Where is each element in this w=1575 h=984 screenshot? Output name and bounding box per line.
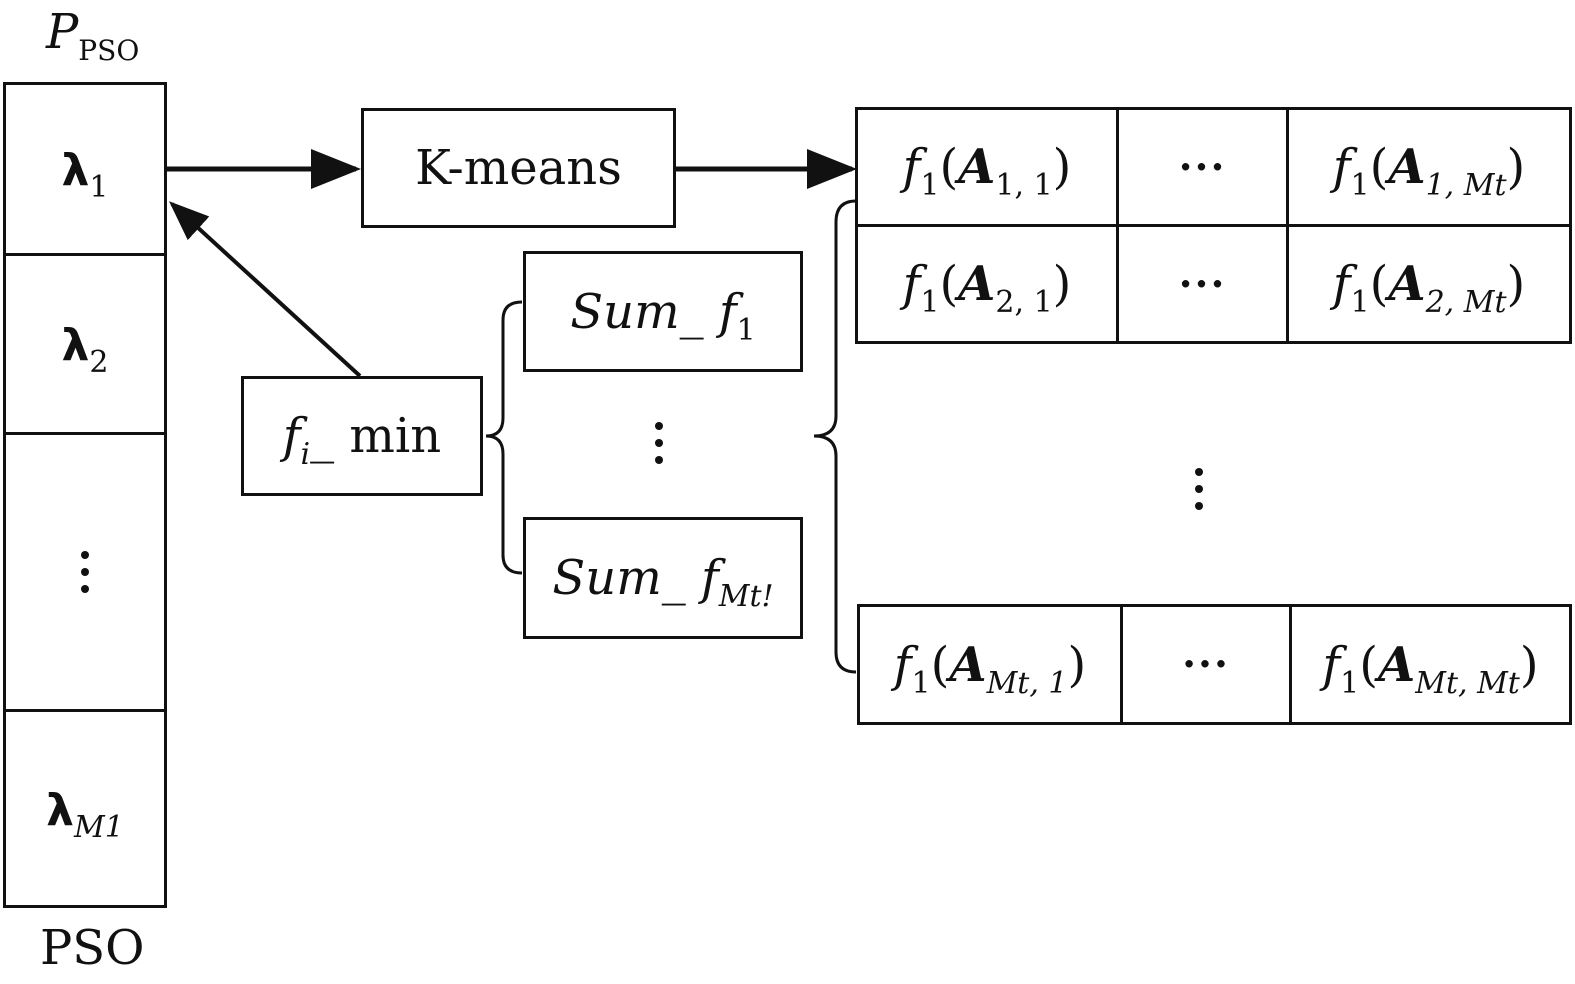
pso-label: PSO bbox=[40, 920, 145, 976]
horizontal-ellipsis-icon: ··· bbox=[1182, 641, 1230, 688]
matrix-cell-1-mt: f1(A1, Mt) bbox=[1286, 107, 1572, 227]
brace-sums bbox=[485, 300, 523, 575]
matrix-cell-2-1: f1(A2, 1) bbox=[855, 224, 1119, 344]
horizontal-ellipsis-icon: ··· bbox=[1178, 143, 1227, 191]
matrix-cell-1-ellipsis: ··· bbox=[1116, 107, 1289, 227]
matrix-cell-mt-mt: f1(AMt, Mt) bbox=[1289, 604, 1572, 725]
pso-cell-lambda-2: λ2 bbox=[3, 253, 167, 435]
matrix-cell-2-mt: f1(A2, Mt) bbox=[1286, 224, 1572, 344]
matrix-cell-mt-ellipsis: ··· bbox=[1120, 604, 1292, 725]
horizontal-ellipsis-icon: ··· bbox=[1178, 260, 1227, 308]
matrix-cell-2-ellipsis: ··· bbox=[1116, 224, 1289, 344]
kmeans-box: K-means bbox=[361, 108, 676, 228]
matrix-cell-mt-1: f1(AMt, 1) bbox=[857, 604, 1123, 725]
brace-matrix bbox=[813, 199, 857, 674]
sum-fmt-box: Sum_ fMt! bbox=[523, 517, 803, 639]
pso-cell-ellipsis bbox=[3, 432, 167, 712]
fmin-box: fi_ min bbox=[241, 376, 483, 496]
sum-f1-box: Sum_ f1 bbox=[523, 251, 803, 372]
sums-vertical-ellipsis-icon bbox=[655, 422, 663, 464]
pso-cell-lambda-m1: λM1 bbox=[3, 709, 167, 908]
arrow-fmin-to-lambda bbox=[169, 201, 362, 378]
matrix-cell-1-1: f1(A1, 1) bbox=[855, 107, 1119, 227]
vertical-ellipsis-icon bbox=[81, 551, 89, 593]
pso-cell-lambda-1: λ1 bbox=[3, 82, 167, 256]
pso-population-label: PPSO bbox=[46, 4, 140, 67]
matrix-vertical-ellipsis-icon bbox=[1195, 468, 1203, 510]
